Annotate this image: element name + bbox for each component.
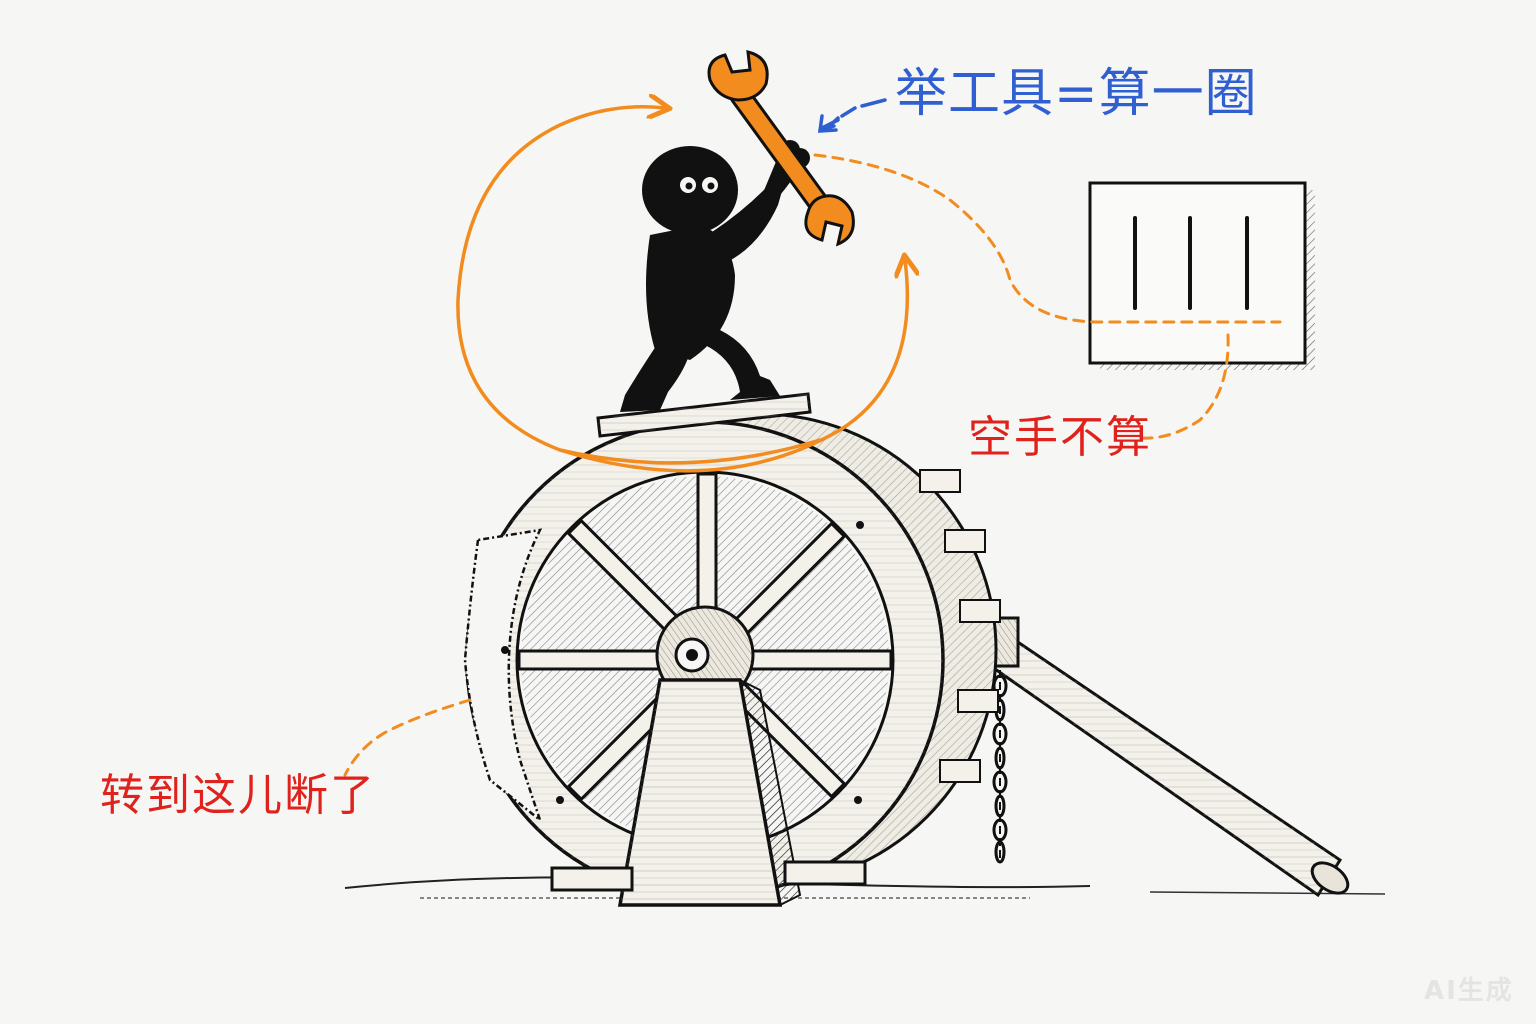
watermark: AI生成 (1424, 976, 1514, 1006)
broke-here-label: 转到这儿断了 (100, 770, 376, 821)
water-wheel (463, 412, 1001, 900)
tally-marks (1133, 216, 1249, 310)
tally-board (1088, 181, 1315, 370)
dashed-connectors (343, 153, 1282, 777)
top-plank (596, 392, 812, 438)
blue-pointer-arrow (817, 98, 887, 133)
empty-hand-label: 空手不算 (968, 412, 1152, 463)
rotation-arrows (456, 107, 907, 473)
wrench-icon (707, 50, 855, 247)
wheel-stand (550, 678, 867, 907)
lever-pole (956, 616, 1350, 898)
tool-counts-label: 举工具=算一圈 (895, 64, 1258, 124)
stick-figure (620, 140, 810, 412)
